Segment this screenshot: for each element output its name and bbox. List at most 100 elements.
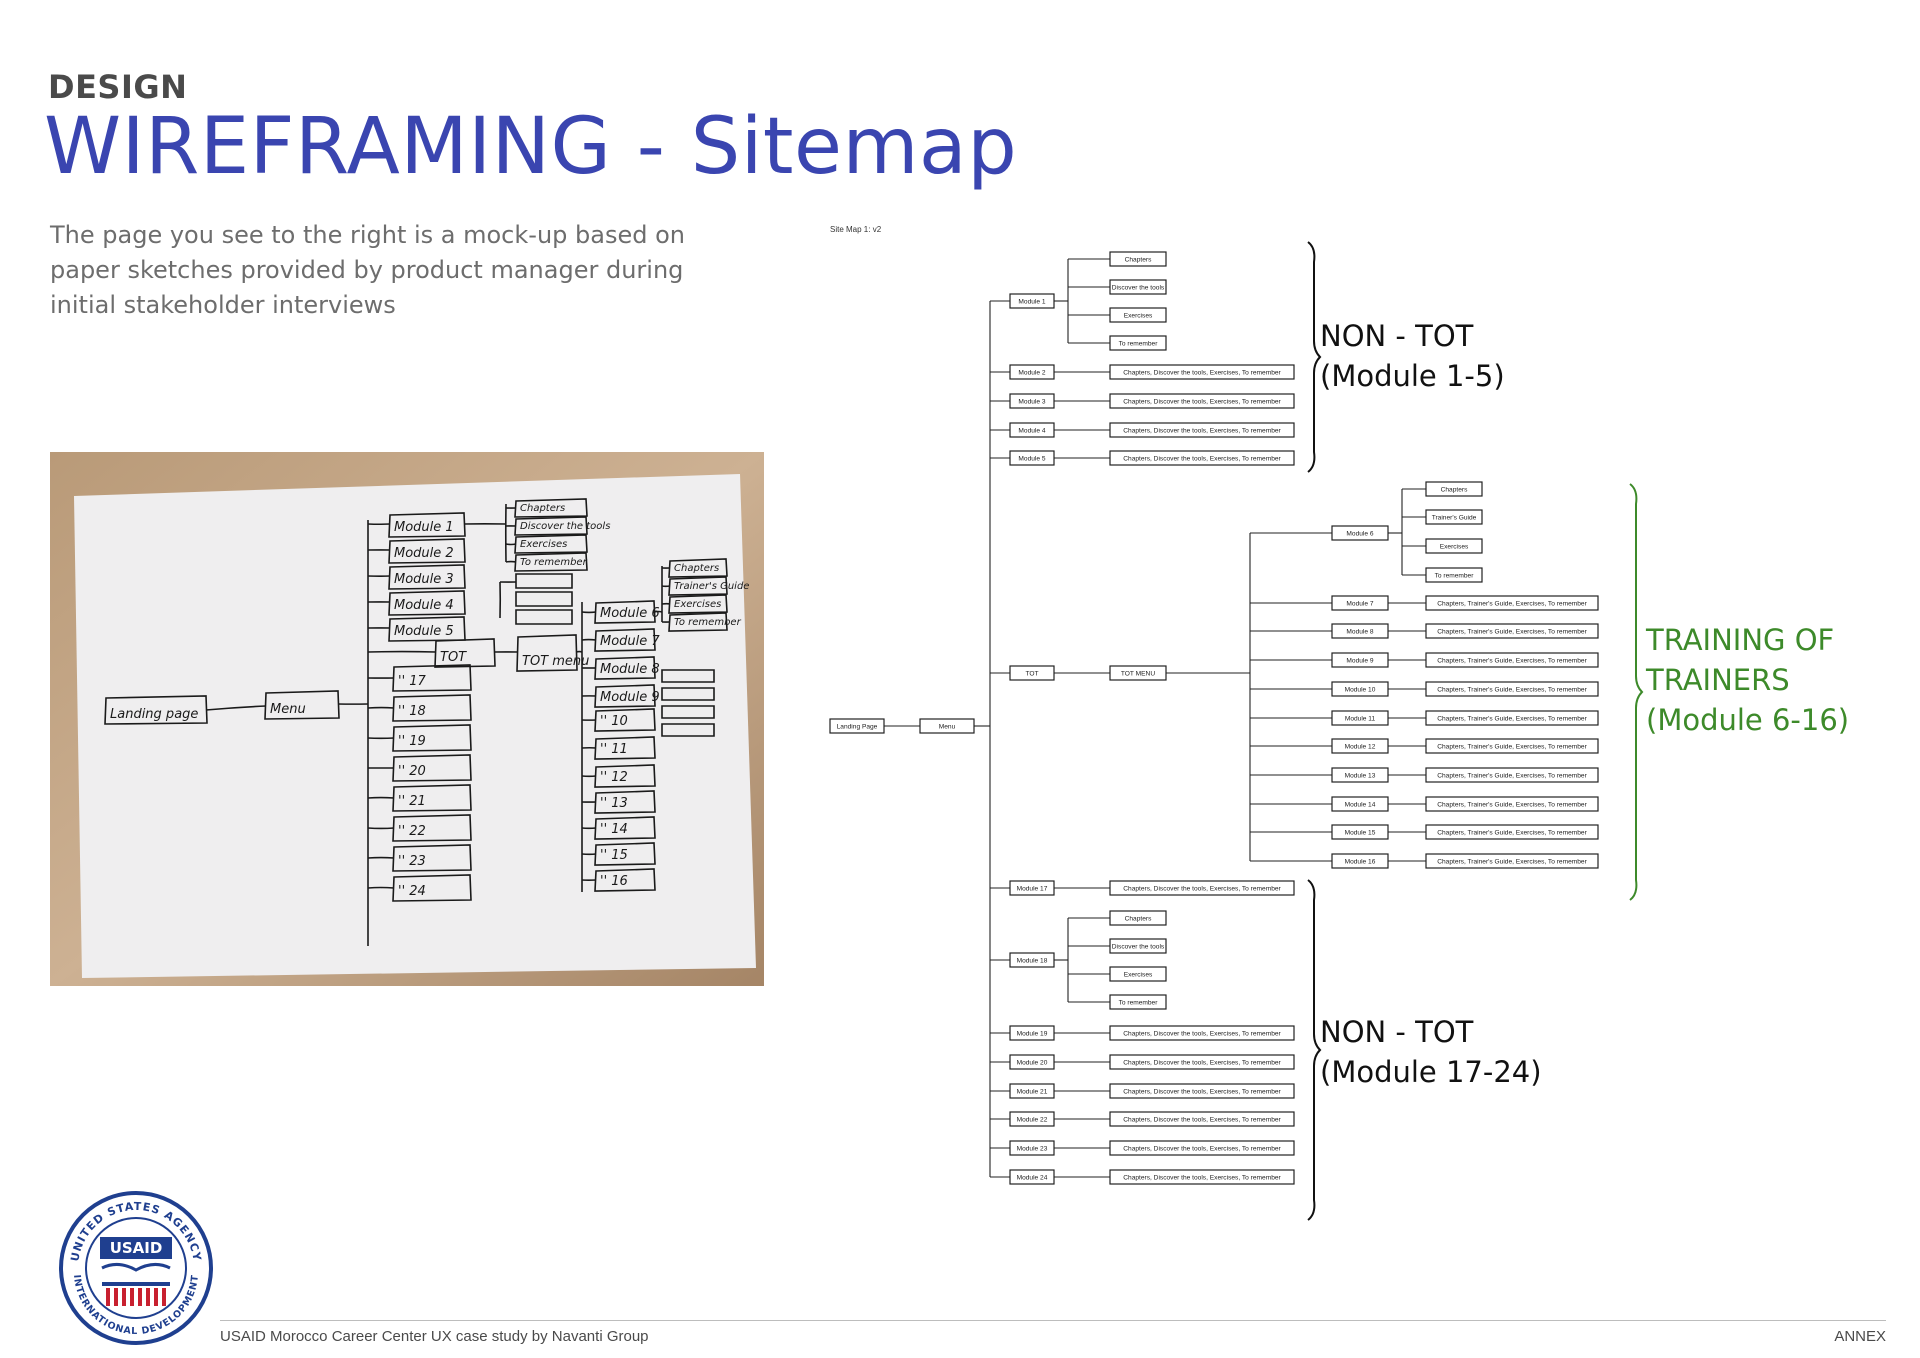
sitemap-module-11: Module 11 (1332, 711, 1388, 725)
sitemap-module-6-sub-1: Chapters (1426, 482, 1482, 496)
sitemap-module-18-sub-2-label: Discover the tools (1112, 943, 1165, 950)
sitemap-module-24-content-label: Chapters, Discover the tools, Exercises,… (1123, 1174, 1281, 1181)
sketch-sub-1-label: Chapters (520, 503, 565, 514)
section-eyebrow: DESIGN (48, 68, 187, 106)
sketch-module-4-label: Module 4 (394, 598, 454, 613)
sitemap-module-16: Module 16 (1332, 854, 1388, 868)
sitemap-module-9-label: Module 9 (1346, 657, 1373, 664)
sitemap-menu-label: Menu (939, 723, 956, 730)
sitemap-module-20-label: Module 20 (1017, 1059, 1048, 1066)
sitemap-module-1-label: Module 1 (1018, 298, 1045, 305)
footer-divider (220, 1320, 1886, 1321)
sitemap-module-18-sub-1-label: Chapters (1125, 915, 1152, 922)
sitemap-module-15-label: Module 15 (1345, 829, 1376, 836)
sitemap-module-7-label: Module 7 (1346, 600, 1373, 607)
sitemap-module-18-sub-1: Chapters (1110, 911, 1166, 925)
sitemap-tot-menu: TOT MENU (1110, 666, 1166, 680)
sitemap-module-12: Module 12 (1332, 739, 1388, 753)
sitemap-module-1: Module 1 (1010, 294, 1054, 308)
sketch-landing-box-label: Landing page (110, 707, 198, 722)
sitemap-module-5-content: Chapters, Discover the tools, Exercises,… (1110, 451, 1294, 465)
sitemap-module-9: Module 9 (1332, 653, 1388, 667)
sketch-tot-module-4-label: Module 9 (600, 690, 660, 705)
sitemap-module-15-content-label: Chapters, Trainer's Guide, Exercises, To… (1437, 829, 1587, 836)
sitemap-module-7-content: Chapters, Trainer's Guide, Exercises, To… (1426, 596, 1598, 610)
sitemap-module-16-label: Module 16 (1345, 858, 1376, 865)
annotation-tot-line2: TRAINERS (1645, 663, 1790, 697)
sitemap-module-24-content: Chapters, Discover the tools, Exercises,… (1110, 1170, 1294, 1184)
sitemap-module-4-content-label: Chapters, Discover the tools, Exercises,… (1123, 427, 1281, 434)
sitemap-module-6-sub-2-label: Trainer's Guide (1432, 514, 1477, 521)
sketch-module-19-label: '' 19 (398, 734, 426, 749)
sitemap-module-12-content-label: Chapters, Trainer's Guide, Exercises, To… (1437, 743, 1587, 750)
sketch-module-18-label: '' 18 (398, 704, 426, 719)
logo-badge: USAID (110, 1239, 163, 1257)
sketch-module-2-label: Module 2 (394, 546, 454, 561)
sitemap-module-20-content: Chapters, Discover the tools, Exercises,… (1110, 1055, 1294, 1069)
sitemap-module-23-label: Module 23 (1017, 1145, 1048, 1152)
sitemap-module-18-sub-4-label: To remember (1119, 999, 1159, 1006)
sitemap-module-16-content: Chapters, Trainer's Guide, Exercises, To… (1426, 854, 1598, 868)
sitemap-module-2-content-label: Chapters, Discover the tools, Exercises,… (1123, 369, 1281, 376)
sitemap-module-18-sub-4: To remember (1110, 995, 1166, 1009)
sitemap-module-1-sub-3: Exercises (1110, 308, 1166, 322)
sitemap-module-3-content: Chapters, Discover the tools, Exercises,… (1110, 394, 1294, 408)
sitemap-module-2: Module 2 (1010, 365, 1054, 379)
sitemap-module-11-label: Module 11 (1345, 715, 1376, 722)
sitemap-module-1-sub-2-label: Discover the tools (1112, 284, 1165, 291)
sitemap-module-5-label: Module 5 (1018, 455, 1045, 462)
annotation-nontot-a-line1: NON - TOT (1320, 319, 1474, 353)
sitemap-module-21-content-label: Chapters, Discover the tools, Exercises,… (1123, 1088, 1281, 1095)
sitemap-module-8-content-label: Chapters, Trainer's Guide, Exercises, To… (1437, 628, 1587, 635)
sitemap-module-6-sub-4: To remember (1426, 568, 1482, 582)
sitemap-module-6-sub-3-label: Exercises (1440, 543, 1469, 550)
sitemap-module-10-content-label: Chapters, Trainer's Guide, Exercises, To… (1437, 686, 1587, 693)
sitemap-module-2-label: Module 2 (1018, 369, 1045, 376)
sketch-tot-module-9-label: '' 14 (600, 822, 628, 837)
sitemap-module-3-label: Module 3 (1018, 398, 1045, 405)
sitemap-module-6-sub-3: Exercises (1426, 539, 1482, 553)
sitemap-diagram: Site Map 1: v2 Landing PageMenuModule 1C… (820, 220, 1900, 1230)
sketch-module-5-label: Module 5 (394, 624, 454, 639)
sketch-tot-module-5-label: '' 10 (600, 714, 628, 729)
sitemap-tot: TOT (1010, 666, 1054, 680)
sketch-tot-sub-1-label: Chapters (674, 563, 719, 574)
sitemap-module-13: Module 13 (1332, 768, 1388, 782)
sitemap-module-17-label: Module 17 (1017, 885, 1048, 892)
sketch-module-21-label: '' 21 (398, 794, 426, 809)
sitemap-module-23-content-label: Chapters, Discover the tools, Exercises,… (1123, 1145, 1281, 1152)
sitemap-menu: Menu (920, 719, 974, 733)
sitemap-module-21-label: Module 21 (1017, 1088, 1048, 1095)
page-title: WIREFRAMING - Sitemap (44, 108, 1017, 186)
annotation-tot-line3: (Module 6-16) (1646, 703, 1849, 737)
sitemap-module-9-content-label: Chapters, Trainer's Guide, Exercises, To… (1437, 657, 1587, 664)
sitemap-module-10: Module 10 (1332, 682, 1388, 696)
sitemap-module-1-sub-1-label: Chapters (1125, 256, 1152, 263)
sketch-tot-module-8-label: '' 13 (600, 796, 628, 811)
sketch-module-22-label: '' 22 (398, 824, 426, 839)
sitemap-module-4: Module 4 (1010, 423, 1054, 437)
sitemap-module-22-content: Chapters, Discover the tools, Exercises,… (1110, 1112, 1294, 1126)
sitemap-module-21: Module 21 (1010, 1084, 1054, 1098)
sitemap-label: Site Map 1: v2 (830, 225, 882, 234)
sitemap-module-11-content: Chapters, Trainer's Guide, Exercises, To… (1426, 711, 1598, 725)
sitemap-module-16-content-label: Chapters, Trainer's Guide, Exercises, To… (1437, 858, 1587, 865)
sitemap-module-1-sub-3-label: Exercises (1124, 312, 1153, 319)
sketch-module-17-label: '' 17 (398, 674, 427, 689)
sitemap-module-19-content: Chapters, Discover the tools, Exercises,… (1110, 1026, 1294, 1040)
sitemap-module-14-content-label: Chapters, Trainer's Guide, Exercises, To… (1437, 801, 1587, 808)
usaid-logo: UNITED STATES AGENCY INTERNATIONAL DEVEL… (58, 1190, 214, 1346)
sitemap-module-9-content: Chapters, Trainer's Guide, Exercises, To… (1426, 653, 1598, 667)
sitemap-module-6: Module 6 (1332, 526, 1388, 540)
sitemap-module-18: Module 18 (1010, 953, 1054, 967)
footer-credit: USAID Morocco Career Center UX case stud… (220, 1328, 649, 1345)
sitemap-module-13-content-label: Chapters, Trainer's Guide, Exercises, To… (1437, 772, 1587, 779)
annotation-tot-line1: TRAINING OF (1645, 623, 1834, 657)
sketch-sub-4-label: To remember (520, 557, 588, 568)
sitemap-module-18-sub-2: Discover the tools (1110, 939, 1166, 953)
sketch-tot-module-10-label: '' 15 (600, 848, 628, 863)
sitemap-module-3-content-label: Chapters, Discover the tools, Exercises,… (1123, 398, 1281, 405)
sitemap-module-1-sub-2: Discover the tools (1110, 280, 1166, 294)
sitemap-module-12-content: Chapters, Trainer's Guide, Exercises, To… (1426, 739, 1598, 753)
sitemap-module-14-content: Chapters, Trainer's Guide, Exercises, To… (1426, 797, 1598, 811)
